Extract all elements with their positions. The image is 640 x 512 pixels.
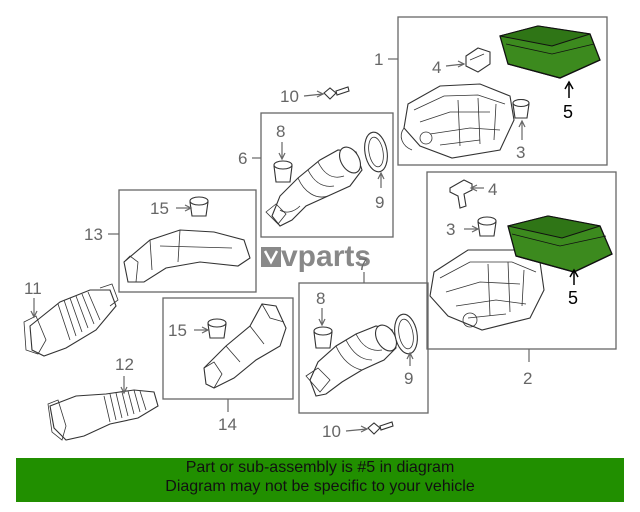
intake-duct-6[interactable]	[265, 143, 365, 227]
callout-10-upper: 10	[280, 87, 299, 106]
bellows-hose-12[interactable]	[47, 389, 159, 441]
footer-line-2: Diagram may not be specific to your vehi…	[165, 478, 475, 495]
air-cleaner-housing-top[interactable]	[400, 83, 515, 159]
callout-15-upper: 15	[150, 199, 169, 218]
air-filter-element-top-highlighted[interactable]	[499, 25, 601, 79]
callout-14: 14	[218, 415, 237, 434]
callout-10-lower: 10	[322, 422, 341, 441]
watermark-logo: vparts	[261, 240, 371, 273]
callout-7: 7	[358, 255, 367, 274]
air-cleaner-housing-lower[interactable]	[429, 249, 545, 331]
seal-ring-9-upper[interactable]	[362, 130, 391, 173]
sensor-connector-lower[interactable]	[449, 179, 473, 209]
callout-1: 1	[374, 50, 383, 69]
callout-4-top: 4	[432, 58, 441, 77]
footer-line-1: Part or sub-assembly is #5 in diagram	[185, 459, 455, 476]
leader-lines	[30, 58, 579, 433]
group-box-13	[118, 189, 257, 293]
callout-12: 12	[115, 355, 134, 374]
callout-6: 6	[238, 149, 247, 168]
bolt-10-lower[interactable]	[367, 421, 394, 435]
callout-9-lower: 9	[404, 369, 413, 388]
intake-duct-7[interactable]	[305, 321, 401, 397]
group-box-1	[397, 16, 608, 166]
watermark-text: vparts	[281, 240, 371, 273]
callout-9-upper: 9	[375, 193, 384, 212]
callout-8-lower: 8	[316, 289, 325, 308]
bolt-10-upper[interactable]	[323, 86, 350, 100]
grommet-lower[interactable]	[477, 216, 497, 237]
callout-13: 13	[84, 225, 103, 244]
footer-banner: Part or sub-assembly is #5 in diagram Di…	[16, 458, 624, 502]
air-duct-13[interactable]	[123, 229, 251, 283]
air-duct-14[interactable]	[203, 303, 287, 389]
callout-4-lower: 4	[488, 180, 497, 199]
callout-5-top: 5	[563, 102, 573, 122]
grommet-8-lower[interactable]	[313, 326, 333, 349]
sensor-connector-top[interactable]	[465, 47, 491, 73]
callout-5-lower: 5	[568, 288, 578, 308]
grommet-8-upper[interactable]	[273, 160, 293, 183]
bellows-hose-11[interactable]	[23, 283, 119, 357]
group-box-6	[260, 112, 394, 238]
seal-ring-9-lower[interactable]	[392, 312, 421, 355]
air-filter-element-lower-highlighted[interactable]	[507, 215, 613, 273]
callout-11: 11	[24, 279, 42, 298]
callout-8-upper: 8	[276, 122, 285, 141]
callout-15-lower: 15	[168, 321, 187, 340]
callout-3-top: 3	[516, 143, 525, 162]
grommet-top[interactable]	[512, 98, 530, 119]
grommet-15-lower[interactable]	[207, 318, 227, 339]
callout-2: 2	[523, 369, 532, 388]
grommet-15-upper[interactable]	[189, 196, 209, 217]
group-box-2	[426, 171, 617, 350]
callout-3-lower: 3	[446, 220, 455, 239]
